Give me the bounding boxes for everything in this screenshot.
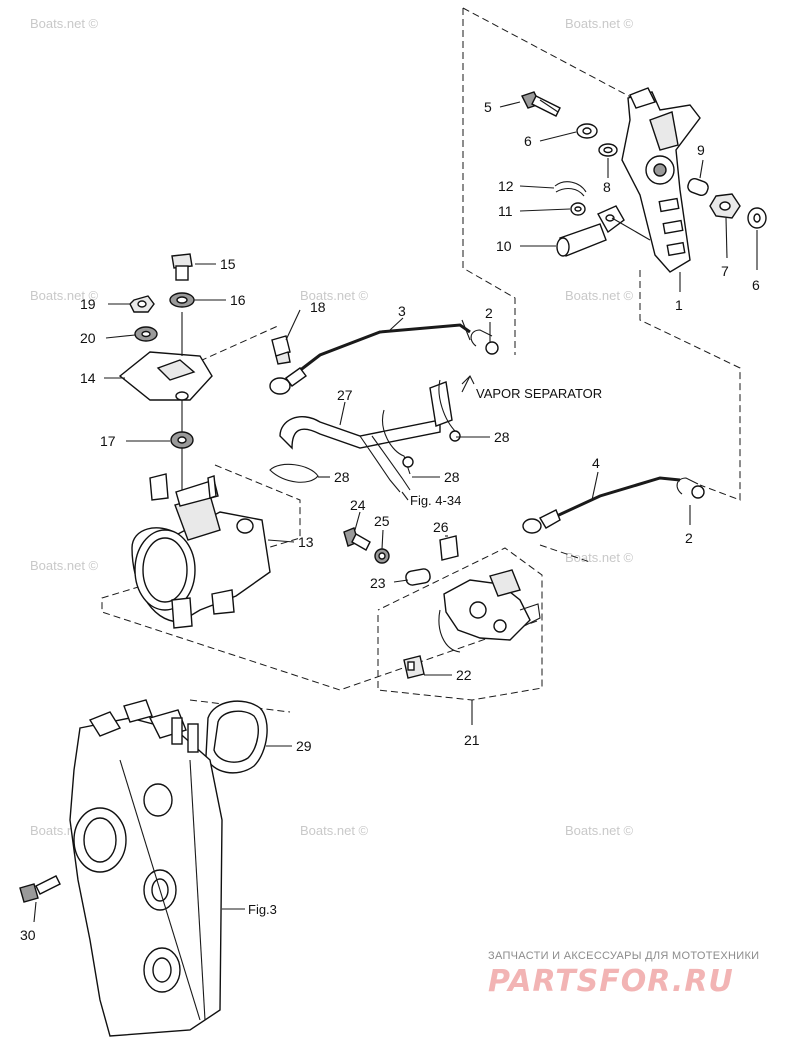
watermark-4: Boats.net © — [565, 288, 634, 303]
part-bracket-14 — [118, 312, 213, 401]
part-washer-25 — [374, 548, 390, 564]
callout-30: 30 — [20, 927, 36, 943]
callout-12: 12 — [498, 178, 514, 194]
part-bushing-8 — [598, 143, 618, 157]
part-clip-2-lower — [676, 477, 705, 499]
part-clip-12 — [554, 181, 587, 197]
callout-15: 15 — [220, 256, 236, 272]
part-link-rod-4 — [522, 476, 681, 534]
part-joint-10 — [556, 205, 651, 257]
callout-2-upper: 2 — [485, 305, 493, 321]
part-screw-24 — [343, 527, 371, 551]
callout-1: 1 — [675, 297, 683, 313]
callout-28-right: 28 — [494, 429, 510, 445]
watermark-3: Boats.net © — [30, 288, 99, 303]
callout-8: 8 — [603, 179, 611, 195]
callout-22: 22 — [456, 667, 472, 683]
callout-28-left: 28 — [334, 469, 350, 485]
callout-10: 10 — [496, 238, 512, 254]
callout-6-lower: 6 — [752, 277, 760, 293]
part-nut-19 — [129, 295, 155, 313]
callout-2-lower: 2 — [685, 530, 693, 546]
callout-23: 23 — [370, 575, 386, 591]
callout-16: 16 — [230, 292, 246, 308]
callout-24: 24 — [350, 497, 366, 513]
part-fitting-18 — [271, 335, 291, 365]
part-throttle-lever — [621, 87, 701, 273]
callout-29: 29 — [296, 738, 312, 754]
watermarks: Boats.net © Boats.net © Boats.net © Boat… — [30, 16, 634, 838]
part-collar-23 — [405, 568, 431, 586]
part-bolt-5 — [521, 91, 561, 117]
part-throttle-body-13 — [131, 473, 271, 629]
part-hose-27 — [279, 381, 453, 493]
callout-7: 7 — [721, 263, 729, 279]
callout-25: 25 — [374, 513, 390, 529]
footer-logo: PARTSFOR.RU — [488, 964, 734, 999]
part-block-22 — [403, 655, 425, 679]
callout-19: 19 — [80, 296, 96, 312]
callout-6-upper: 6 — [524, 133, 532, 149]
callout-21: 21 — [464, 732, 480, 748]
watermark-8: Boats.net © — [300, 823, 369, 838]
part-nut-7 — [709, 193, 741, 219]
part-gasket-29 — [205, 700, 268, 774]
callout-20: 20 — [80, 330, 96, 346]
callout-4: 4 — [592, 455, 600, 471]
watermark-5: Boats.net © — [30, 558, 99, 573]
callout-13: 13 — [298, 534, 314, 550]
watermark-2: Boats.net © — [565, 16, 634, 31]
part-plate-26 — [439, 535, 459, 561]
part-washer-6-upper — [576, 123, 598, 139]
callout-14: 14 — [80, 370, 96, 386]
callout-27: 27 — [337, 387, 353, 403]
reference-labels: VAPOR SEPARATOR Fig. 4-34 Fig.3 — [248, 386, 602, 917]
part-intake-manifold — [69, 699, 223, 1037]
part-grommet-17 — [170, 400, 194, 492]
callout-17: 17 — [100, 433, 116, 449]
footer-tagline: ЗАПЧАСТИ И АКСЕССУАРЫ ДЛЯ МОТОТЕХНИКИ — [488, 950, 760, 962]
watermark-9: Boats.net © — [565, 823, 634, 838]
watermark-1: Boats.net © — [30, 16, 99, 31]
callouts: 5 6 8 9 12 11 10 7 6 1 3 2 18 15 16 19 2… — [20, 99, 760, 943]
part-bolt-15 — [171, 253, 193, 281]
assembly-boundaries — [101, 7, 741, 713]
callout-3: 3 — [398, 303, 406, 319]
callout-28-middle: 28 — [444, 469, 460, 485]
callout-26: 26 — [433, 519, 449, 535]
part-cam-assembly-21 — [438, 569, 541, 653]
callout-11: 11 — [498, 203, 513, 219]
callout-18: 18 — [310, 299, 326, 315]
part-clamps-28 — [269, 379, 461, 483]
part-washer-20 — [134, 326, 158, 342]
part-clip-2-upper — [470, 329, 499, 355]
callout-5: 5 — [484, 99, 492, 115]
part-washer-6-lower — [747, 207, 767, 229]
part-link-rod-3 — [269, 319, 471, 395]
part-collar-9 — [687, 177, 709, 197]
callout-9: 9 — [697, 142, 705, 158]
site-footer: ЗАПЧАСТИ И АКСЕССУАРЫ ДЛЯ МОТОТЕХНИКИ PA… — [480, 948, 790, 1008]
part-washer-16 — [169, 292, 195, 308]
part-bolt-30 — [19, 875, 61, 903]
part-washer-11 — [570, 202, 586, 216]
fig-4-34-label: Fig. 4-34 — [410, 493, 461, 508]
watermark-6: Boats.net © — [565, 550, 634, 565]
vapor-separator-label: VAPOR SEPARATOR — [476, 386, 602, 401]
watermark-10: Boats.net © — [300, 288, 369, 303]
leader-lines — [33, 101, 758, 923]
fig-3-label: Fig.3 — [248, 902, 277, 917]
